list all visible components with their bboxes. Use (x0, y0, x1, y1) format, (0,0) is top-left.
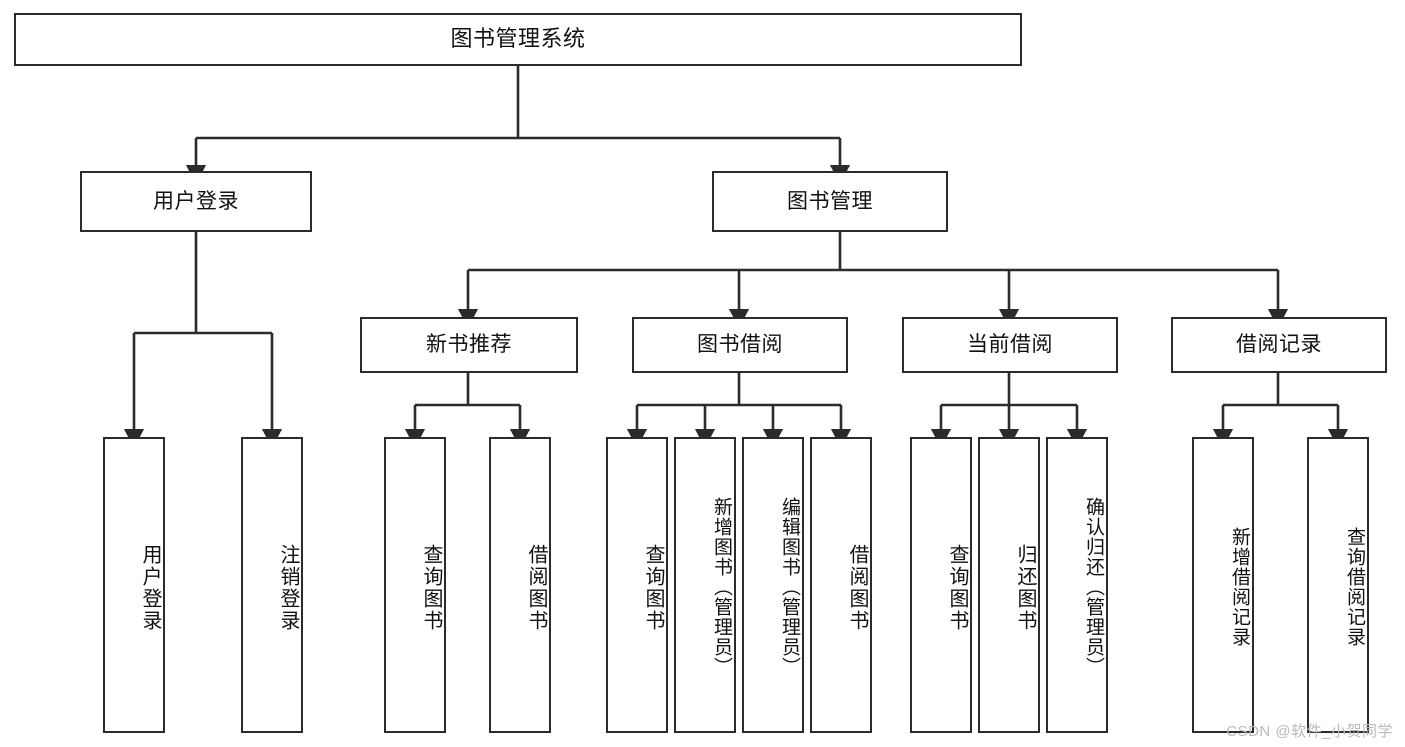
csdn-watermark: CSDN @软件_小贺同学 (1226, 723, 1393, 740)
node-leaf-confirm-return[interactable]: 确认归还（管理员） (1046, 437, 1108, 733)
node-leaf-query-book-1-label: 查询图书 (420, 544, 442, 632)
node-borrow-record-label: 借阅记录 (1236, 333, 1322, 357)
node-leaf-borrow-book-2[interactable]: 借阅图书 (810, 437, 872, 733)
node-leaf-query-book-3[interactable]: 查询图书 (910, 437, 972, 733)
node-leaf-query-record-label: 查询借阅记录 (1344, 527, 1365, 647)
node-leaf-query-record[interactable]: 查询借阅记录 (1307, 437, 1369, 733)
node-user-login-label: 用户登录 (153, 189, 239, 213)
node-book-borrow-label: 图书借阅 (697, 333, 783, 357)
node-current-borrow[interactable]: 当前借阅 (902, 317, 1118, 373)
node-user-login[interactable]: 用户登录 (80, 171, 312, 232)
node-root[interactable]: 图书管理系统 (14, 13, 1022, 66)
node-leaf-query-book-2-label: 查询图书 (642, 544, 664, 632)
node-leaf-confirm-return-label: 确认归还（管理员） (1083, 497, 1104, 677)
node-leaf-borrow-book-2-label: 借阅图书 (846, 544, 868, 632)
node-leaf-add-book-label: 新增图书（管理员） (711, 497, 732, 677)
node-root-label: 图书管理系统 (450, 26, 586, 52)
node-leaf-edit-book-label: 编辑图书（管理员） (779, 497, 800, 677)
node-new-book-recommend-label: 新书推荐 (426, 333, 512, 357)
node-leaf-logout-label: 注销登录 (277, 544, 299, 632)
node-leaf-user-login[interactable]: 用户登录 (103, 437, 165, 733)
node-leaf-query-book-1[interactable]: 查询图书 (384, 437, 446, 733)
node-leaf-return-book-label: 归还图书 (1014, 544, 1036, 632)
node-leaf-return-book[interactable]: 归还图书 (978, 437, 1040, 733)
node-new-book-recommend[interactable]: 新书推荐 (360, 317, 578, 373)
node-leaf-add-record[interactable]: 新增借阅记录 (1192, 437, 1254, 733)
node-leaf-edit-book[interactable]: 编辑图书（管理员） (742, 437, 804, 733)
node-current-borrow-label: 当前借阅 (967, 333, 1053, 357)
node-book-management-label: 图书管理 (787, 189, 873, 213)
node-leaf-user-login-label: 用户登录 (139, 544, 161, 632)
node-leaf-query-book-2[interactable]: 查询图书 (606, 437, 668, 733)
node-leaf-logout[interactable]: 注销登录 (241, 437, 303, 733)
node-leaf-query-book-3-label: 查询图书 (946, 544, 968, 632)
node-leaf-borrow-book-1[interactable]: 借阅图书 (489, 437, 551, 733)
node-leaf-add-book[interactable]: 新增图书（管理员） (674, 437, 736, 733)
node-leaf-add-record-label: 新增借阅记录 (1229, 527, 1250, 647)
node-leaf-borrow-book-1-label: 借阅图书 (525, 544, 547, 632)
node-book-management[interactable]: 图书管理 (712, 171, 948, 232)
node-book-borrow[interactable]: 图书借阅 (632, 317, 848, 373)
node-borrow-record[interactable]: 借阅记录 (1171, 317, 1387, 373)
